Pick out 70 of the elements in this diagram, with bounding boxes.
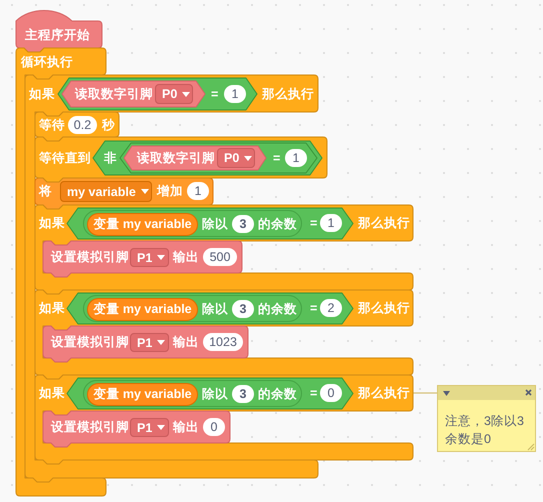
command-text: 增加 [157,183,183,199]
command-text: 如果 [39,385,65,401]
remainder-block [83,295,302,322]
remainder-block [83,380,302,407]
pin-dropdown: P0 [217,148,255,168]
command-text: 设置模拟引脚 [51,419,129,435]
command-text: 循环执行 [21,54,73,70]
command-text: 读取数字引脚 [137,150,215,166]
command-text: = [273,150,280,166]
compare-block [58,78,257,110]
remainder-block [83,210,302,237]
wait-until-block [35,137,327,182]
command-text: 输出 [173,334,199,350]
number-input: 3 [232,385,254,403]
number-input: 3 [232,300,254,318]
command-text: 的余数 [258,216,297,232]
command-text: = [310,385,318,401]
pin-dropdown: P1 [130,333,169,352]
set-pin-block [43,411,230,447]
pin-read-block [62,81,205,107]
command-text: 那么执行 [358,300,410,316]
command-text: 等待 [39,117,65,133]
command-text: 将 [39,183,52,199]
pin-dropdown: P1 [130,248,169,267]
number-input: 3 [232,215,254,233]
number-input: 1023 [203,333,243,351]
command-text: 的余数 [258,386,297,402]
if-block [35,205,413,294]
command-text: 除以 [202,301,228,317]
command-text: 如果 [39,215,65,231]
command-text: 如果 [39,300,65,316]
command-text: 输出 [173,249,199,265]
not-block [93,141,322,175]
comment-note [437,385,536,452]
set-pin-block [43,241,242,277]
command-text: 除以 [202,386,228,402]
number-input: 500 [203,248,237,266]
command-text: 秒 [102,117,115,133]
pin-dropdown: P1 [130,418,169,437]
compare-block [67,293,353,324]
command-text: 读取数字引脚 [75,86,153,102]
if-block [35,375,413,464]
variable-reporter: 变量 my variable [87,383,198,406]
command-text: 输出 [173,419,199,435]
command-text: 那么执行 [262,86,314,102]
command-text: 设置模拟引脚 [51,249,129,265]
set-pin-block [43,326,248,362]
pin-read-block [124,146,266,170]
compare-block [67,378,353,409]
command-text: 设置模拟引脚 [51,334,129,350]
command-text: 主程序开始 [25,27,90,43]
leader-line [413,392,437,394]
variable-reporter: 变量 my variable [87,213,198,236]
pin-dropdown: P0 [155,84,193,104]
command-text: 那么执行 [358,385,410,401]
variable-dropdown: my variable [60,181,152,202]
compare-block [67,208,353,239]
command-text: = [211,86,218,102]
command-text: 等待直到 [39,150,91,166]
command-text: 那么执行 [358,215,410,231]
command-text: = [310,215,318,231]
command-text: 非 [104,150,117,166]
comment-text: 注意，3除以3余数是0 [445,413,525,448]
compare-block [120,143,317,173]
command-text: 除以 [202,216,228,232]
variable-reporter: 变量 my variable [87,298,198,321]
command-text: 的余数 [258,301,297,317]
command-text: 如果 [29,86,55,102]
if-block [35,290,413,379]
command-text: = [310,300,318,316]
